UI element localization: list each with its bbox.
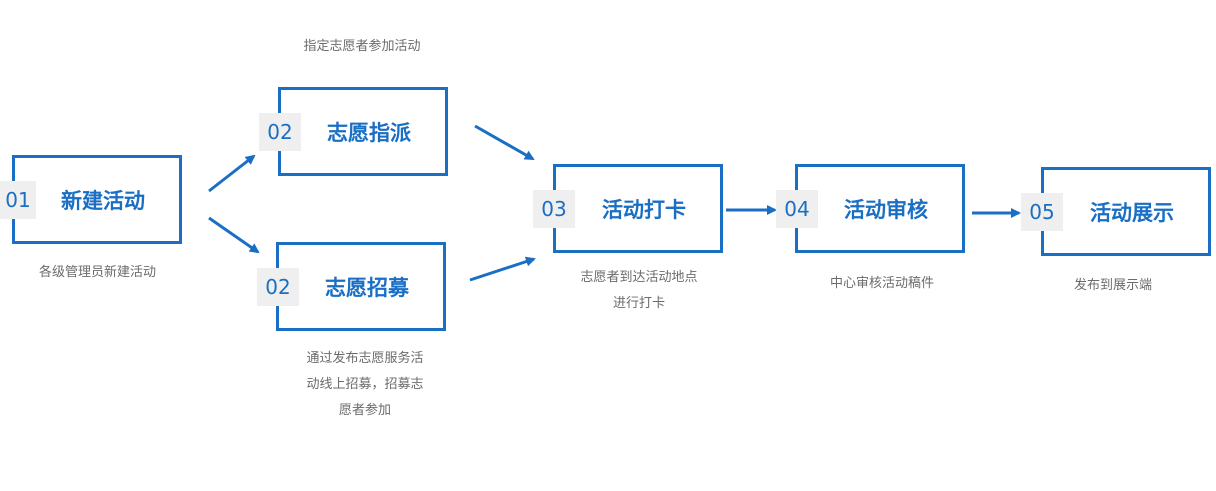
step-number-badge: 05 — [1021, 193, 1063, 231]
step-number-badge: 03 — [533, 190, 575, 228]
step-number-badge: 02 — [257, 268, 299, 306]
arrow-02a-to-03 — [474, 124, 535, 161]
step-number-badge: 02 — [259, 113, 301, 151]
arrow-02b-to-03 — [469, 256, 536, 282]
arrow-01-to-02a — [208, 154, 256, 193]
step-number-badge: 01 — [0, 181, 36, 219]
caption-line: 志愿者到达活动地点 — [580, 270, 698, 285]
step-box-03: 活动打卡 — [553, 164, 723, 253]
caption-line: 愿者参加 — [338, 403, 391, 418]
step-caption: 发布到展示端 — [1073, 278, 1152, 293]
step-box-02-assign: 志愿指派 — [278, 87, 448, 176]
step-box-02-recruit: 志愿招募 — [276, 242, 446, 331]
step-title: 活动打卡 — [602, 197, 686, 222]
step-box-04: 活动审核 — [795, 164, 965, 253]
step-caption: 中心审核活动稿件 — [829, 276, 934, 291]
step-number-badge: 04 — [776, 190, 818, 228]
caption-line: 动线上招募，招募志 — [306, 377, 424, 392]
step-box-05: 活动展示 — [1041, 167, 1211, 256]
step-title: 活动展示 — [1090, 200, 1174, 225]
caption-line: 通过发布志愿服务活 — [306, 351, 424, 366]
step-title: 活动审核 — [844, 197, 928, 222]
step-title: 志愿指派 — [327, 120, 411, 145]
step-caption: 各级管理员新建活动 — [38, 265, 156, 280]
step-title: 志愿招募 — [325, 275, 409, 300]
step-caption: 通过发布志愿服务活 动线上招募，招募志 愿者参加 — [270, 346, 460, 424]
step-title: 新建活动 — [61, 188, 145, 213]
step-box-01: 新建活动 — [12, 155, 182, 244]
step-caption: 指定志愿者参加活动 — [303, 39, 421, 54]
arrow-01-to-02b — [208, 216, 260, 254]
step-caption: 志愿者到达活动地点 进行打卡 — [544, 265, 734, 317]
caption-line: 进行打卡 — [612, 296, 665, 311]
